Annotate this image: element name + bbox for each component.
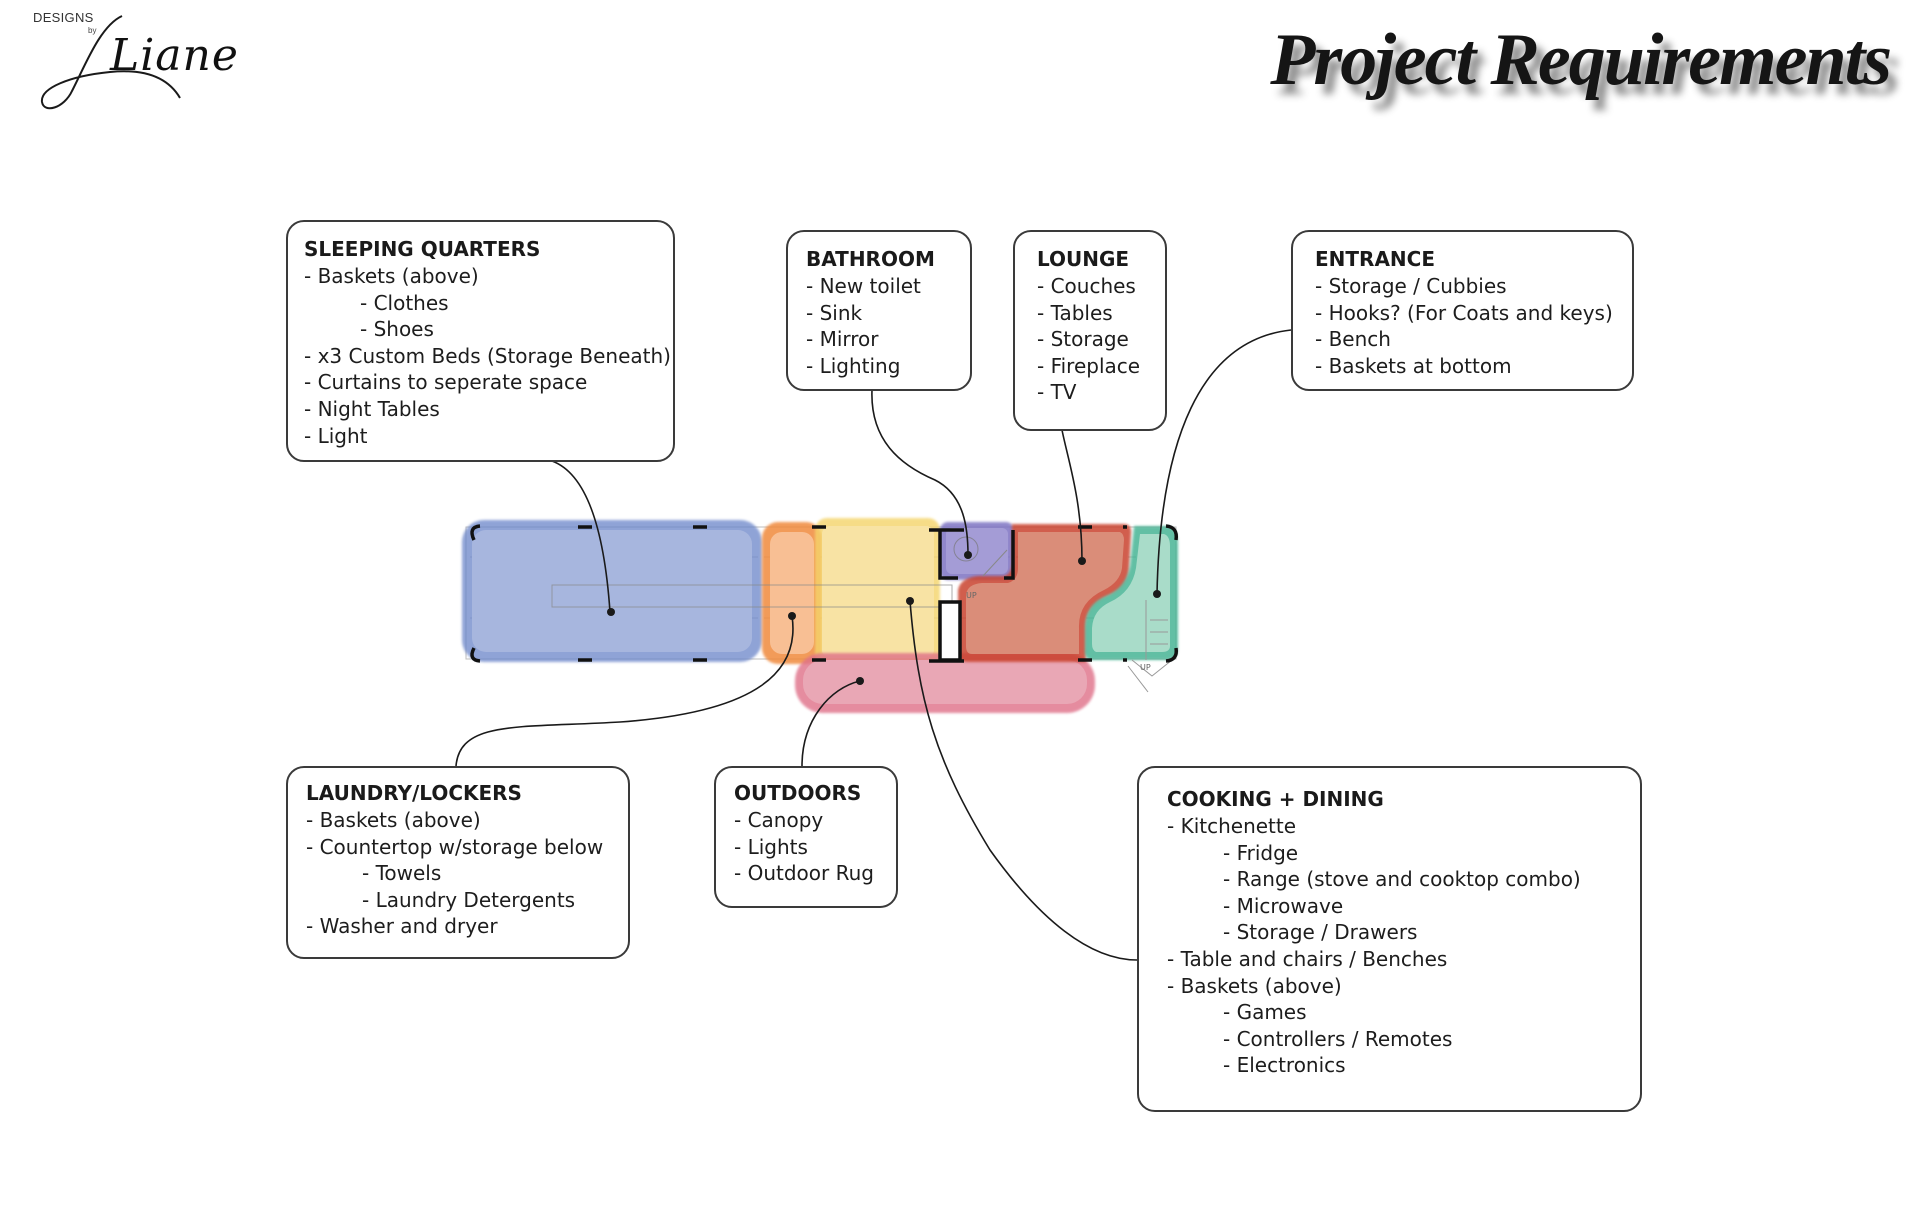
zone-heading: LAUNDRY/LOCKERS: [306, 781, 522, 805]
logo-script-flourish: [40, 15, 181, 110]
zone-subitem: - Microwave: [1223, 893, 1344, 918]
anchor-dot-cooking: [906, 597, 914, 605]
leader-cooking: [909, 600, 1138, 961]
anchor-dot-entrance: [1153, 590, 1161, 598]
anchor-dot-sleeping: [607, 608, 615, 616]
zone-item: - Hooks? (For Coats and keys): [1315, 300, 1613, 325]
zone-subitem: - Fridge: [1223, 840, 1299, 865]
zone-item: - Baskets (above): [304, 264, 479, 288]
zone-outdoors-fill[interactable]: [795, 653, 1095, 713]
anchor-dot-bathroom: [964, 551, 972, 559]
zone-item: - Mirror: [806, 327, 879, 352]
zone-box-entrance: ENTRANCE - Storage / Cubbies - Hooks? (F…: [1291, 230, 1634, 391]
zone-item: - x3 Custom Beds (Storage Beneath): [304, 343, 671, 368]
stair-up-label-2: UP: [1140, 663, 1151, 672]
zone-item: - Couches: [1037, 274, 1136, 298]
anchor-dot-lounge: [1078, 557, 1086, 565]
zone-item: - New toilet: [806, 274, 921, 298]
zone-item: - Lighting: [806, 353, 901, 378]
leader-laundry: [455, 615, 794, 767]
zone-item: - Canopy: [734, 808, 824, 832]
bathroom-wall: [929, 528, 1015, 663]
zone-item: - Outdoor Rug: [734, 861, 874, 886]
zone-subitem: - Laundry Detergents: [362, 887, 576, 912]
zone-box-lounge: LOUNGE - Couches - Tables - Storage - Fi…: [1013, 230, 1167, 431]
zone-heading: COOKING + DINING: [1167, 787, 1384, 811]
anchor-dot-outdoors: [856, 677, 864, 685]
logo-by-text: by: [88, 26, 97, 35]
zone-item: - Baskets at bottom: [1315, 353, 1512, 378]
zone-box-sleeping: SLEEPING QUARTERS - Baskets (above) - Cl…: [286, 220, 675, 462]
zone-box-cooking: COOKING + DINING - Kitchenette - Fridge …: [1137, 766, 1642, 1112]
leader-outdoors: [801, 680, 861, 767]
zone-box-outdoors: OUTDOORS - Canopy - Lights - Outdoor Rug: [714, 766, 898, 908]
plan-detail-box: [551, 584, 953, 608]
logo-designs-text: DESIGNS: [33, 10, 94, 25]
zone-item: - Washer and dryer: [306, 914, 498, 939]
zone-item: - Storage / Cubbies: [1315, 274, 1507, 298]
zone-subitem: - Shoes: [360, 317, 434, 342]
zone-heading: LOUNGE: [1037, 247, 1130, 271]
zone-item: - Table and chairs / Benches: [1167, 946, 1448, 971]
stair-up-label-1: UP: [966, 591, 977, 600]
zone-subitem: - Towels: [362, 861, 442, 886]
zone-entrance-fill[interactable]: [1084, 526, 1178, 660]
zone-heading: OUTDOORS: [734, 781, 862, 805]
zone-subitem: - Games: [1223, 1000, 1307, 1025]
zone-subitem: - Electronics: [1223, 1053, 1346, 1078]
zone-subitem: - Controllers / Remotes: [1223, 1026, 1453, 1051]
zone-item: - Countertop w/storage below: [306, 834, 604, 859]
leader-lounge: [1061, 429, 1083, 562]
zone-item: - Baskets (above): [306, 808, 481, 832]
hall-opening: [938, 600, 962, 662]
zone-item: - Light: [304, 423, 368, 448]
zone-item: - Sink: [806, 300, 863, 325]
zone-box-bathroom: BATHROOM - New toilet - Sink - Mirror - …: [786, 230, 972, 391]
zone-item: - Kitchenette: [1167, 814, 1297, 838]
zone-heading: SLEEPING QUARTERS: [304, 237, 541, 261]
zone-bathroom-fill[interactable]: [940, 522, 1014, 580]
logo-liane-script: Liane: [110, 30, 239, 81]
zone-item: - Baskets (above): [1167, 973, 1342, 998]
anchor-dot-laundry: [788, 612, 796, 620]
zone-item: - TV: [1037, 380, 1077, 405]
zone-item: - Fireplace: [1037, 353, 1141, 378]
zone-heading: BATHROOM: [806, 247, 935, 271]
zone-cooking-fill[interactable]: [815, 518, 940, 666]
zone-subitem: - Storage / Drawers: [1223, 920, 1418, 945]
zone-subitem: - Clothes: [360, 290, 449, 315]
door-swing: [982, 549, 1008, 577]
leader-entrance: [1156, 329, 1292, 595]
zone-item: - Tables: [1037, 300, 1113, 325]
entry-steps: [1127, 600, 1173, 693]
zone-item: - Storage: [1037, 327, 1129, 352]
zone-item: - Bench: [1315, 327, 1391, 352]
leader-bathroom: [871, 389, 969, 556]
zone-item: - Lights: [734, 834, 808, 859]
zone-box-laundry: LAUNDRY/LOCKERS - Baskets (above) - Coun…: [286, 766, 630, 959]
zone-item: - Curtains to seperate space: [304, 370, 588, 395]
zone-heading: ENTRANCE: [1315, 247, 1435, 271]
zone-subitem: - Range (stove and cooktop combo): [1223, 867, 1581, 892]
zone-item: - Night Tables: [304, 396, 440, 421]
designs-by-liane-logo: DESIGNS by Liane: [30, 6, 238, 116]
zone-laundry-fill[interactable]: [762, 522, 822, 664]
toilet-outline: [953, 536, 979, 562]
zone-sleeping-fill[interactable]: [462, 520, 762, 662]
leader-sleeping: [551, 460, 611, 613]
page-title: Project Requirements: [1270, 19, 1892, 101]
